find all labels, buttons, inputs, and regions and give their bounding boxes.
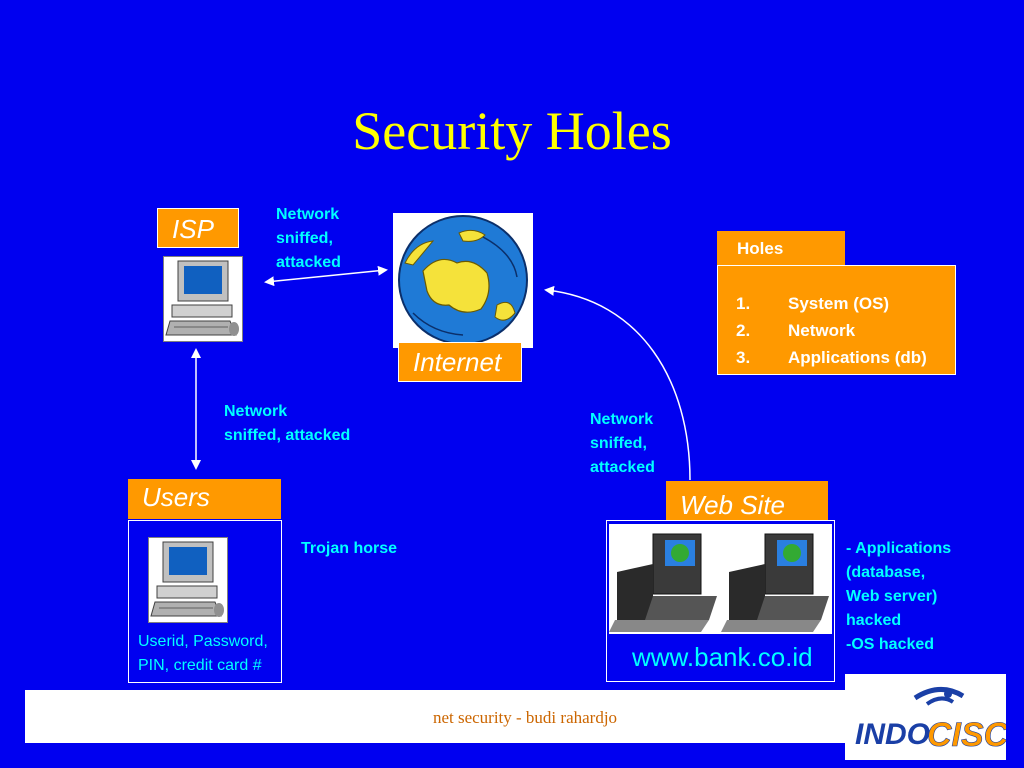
user-credentials-text: Userid, Password, PIN, credit card # (138, 633, 268, 674)
users-computer-icon (148, 537, 228, 623)
isp-label: ISP (157, 208, 239, 248)
isp-internet-annotation: Network sniffed, attacked (276, 206, 341, 271)
logo-indo: INDO (855, 718, 930, 751)
bank-url: www.bank.co.id (632, 642, 813, 672)
slide-title: Security Holes (352, 101, 672, 161)
server-icon (609, 524, 832, 634)
web-internet-annotation: Network sniffed, attacked (590, 411, 655, 476)
website-label-text: Web Site (680, 490, 786, 520)
footer-bar (25, 690, 845, 743)
trojan-horse-text: Trojan horse (301, 540, 398, 557)
website-box (606, 520, 835, 682)
web-holes-annotation: - Applications (database, Web server) ha… (846, 540, 952, 653)
users-label: Users (128, 479, 281, 519)
website-label: Web Site (666, 481, 828, 521)
isp-label-text: ISP (172, 214, 214, 244)
internet-label-text: Internet (413, 347, 502, 377)
footer-text: net security - budi rahardjo (432, 708, 618, 727)
website-internet-link (544, 285, 691, 481)
indocisc-logo: INDO CISC (845, 674, 1009, 760)
holes-item: 1.System (OS) (736, 294, 890, 313)
holes-item: 2.Network (736, 321, 856, 340)
isp-users-annotation: Network sniffed, attacked (224, 403, 351, 444)
isp-computer-icon (163, 256, 243, 342)
logo-cisc: CISC (927, 716, 1006, 754)
internet-globe-icon (393, 213, 533, 348)
users-label-text: Users (142, 482, 210, 512)
isp-internet-link (264, 265, 388, 287)
logo-graphic: INDO CISC (855, 687, 1009, 754)
users-box (128, 520, 282, 683)
holes-header: Holes (717, 231, 845, 267)
internet-label: Internet (398, 342, 522, 382)
holes-list: 1.System (OS) 2.Network 3.Applications (… (718, 290, 955, 371)
holes-item: 3.Applications (db) (736, 348, 927, 367)
holes-list-box: 1.System (OS) 2.Network 3.Applications (… (717, 265, 956, 375)
